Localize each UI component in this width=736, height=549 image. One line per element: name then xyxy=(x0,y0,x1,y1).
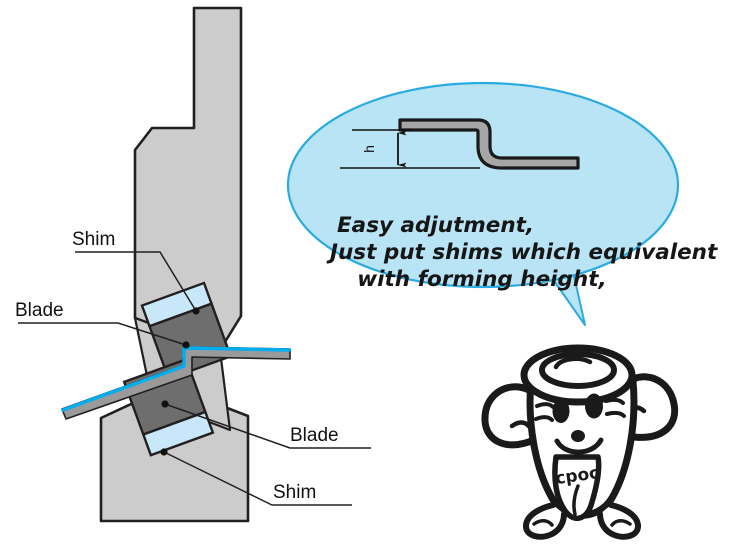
mascot-label-fold xyxy=(572,484,580,516)
bubble-body xyxy=(286,81,680,289)
speech-bubble: h Easy adjutment, Just put shims which e… xyxy=(286,81,718,326)
bubble-line-1: Easy adjutment, xyxy=(337,213,534,238)
mascot-smile xyxy=(554,437,604,455)
dot-shim-top xyxy=(192,307,200,315)
mascot-right-eye xyxy=(585,393,603,419)
bubble-line-3: with forming height, xyxy=(357,267,606,292)
leader-blade-top xyxy=(18,322,187,346)
sheet-metal-strip xyxy=(61,346,291,420)
upper-tool-stack xyxy=(140,281,233,381)
dot-blade-bottom xyxy=(161,400,169,408)
leader-shim-bottom xyxy=(163,451,352,506)
sheet-highlight xyxy=(61,346,291,412)
mascot-right-toe-line xyxy=(610,519,632,527)
lower-shim xyxy=(141,410,215,457)
dimension-label-h: h xyxy=(361,145,377,153)
label-shim-bottom: Shim xyxy=(273,482,316,503)
mascot-nose xyxy=(571,430,585,442)
die-assembly: Shim Blade Blade Shim xyxy=(15,6,371,523)
mascot-cheek-lines xyxy=(534,397,626,422)
upper-blade xyxy=(147,302,233,381)
mascot-rim-swirl xyxy=(553,356,593,370)
dot-blade-top xyxy=(182,341,190,349)
label-blade-top: Blade xyxy=(15,300,64,321)
label-shim-top: Shim xyxy=(72,229,115,250)
mascot-left-toe-line xyxy=(532,519,554,527)
leader-shim-top xyxy=(75,251,197,312)
formed-z-part xyxy=(398,118,580,170)
mascot-character: cpoc xyxy=(481,344,679,540)
leader-blade-bottom xyxy=(164,403,371,449)
bubble-line-2: Just put shims which equivalent xyxy=(326,240,718,265)
mascot-left-eye xyxy=(552,399,570,423)
callout-leaders xyxy=(18,251,371,506)
h-dimension: h xyxy=(340,129,480,169)
label-blade-bottom: Blade xyxy=(290,425,339,446)
dot-shim-bottom xyxy=(160,448,168,456)
leader-dots xyxy=(160,307,200,456)
